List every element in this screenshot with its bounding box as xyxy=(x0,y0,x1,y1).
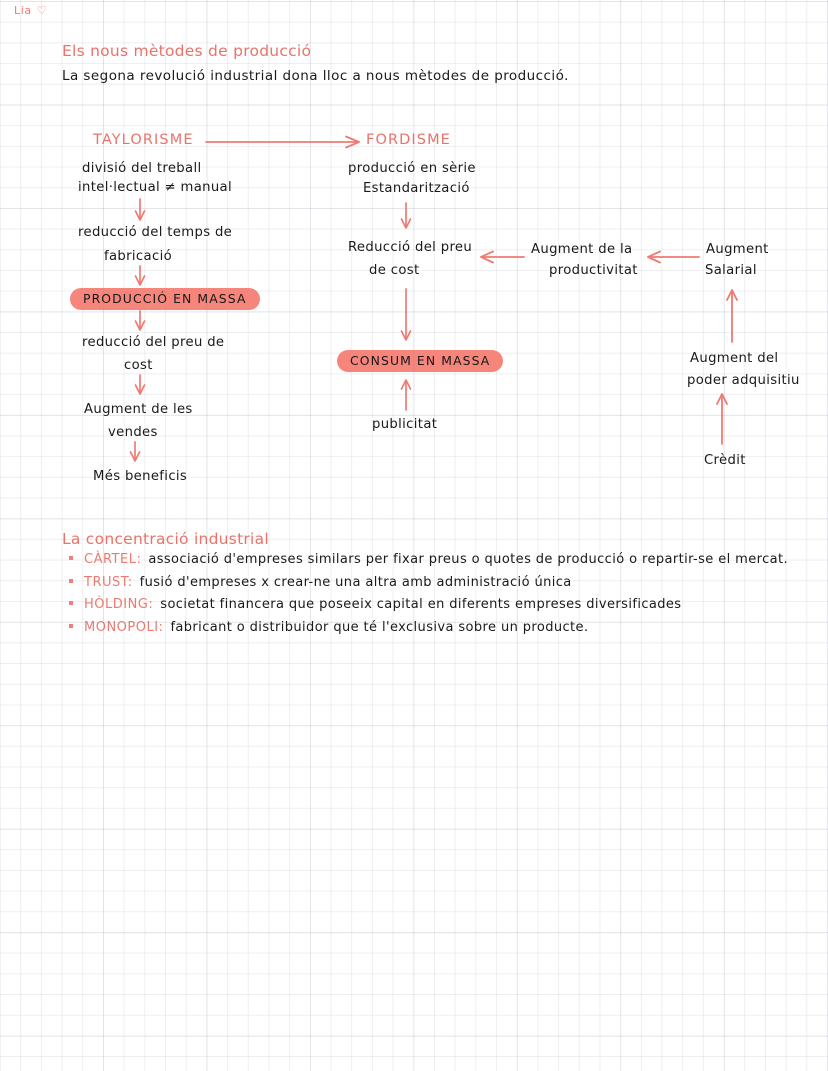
pill-label-consum-massa: CONSUM EN MASSA xyxy=(337,350,504,372)
fordisme-step-3: Reducció del preu xyxy=(348,240,473,255)
fordisme-step-1: producció en sèrie xyxy=(348,161,476,176)
concentration-list: CÀRTEL: associació d'empreses similars p… xyxy=(62,552,822,642)
right-productivitat-line1: Augment de la xyxy=(531,242,633,257)
list-item: TRUST: fusió d'empreses x crear-ne una a… xyxy=(62,575,822,598)
arrow-left-salarial-to-productivitat xyxy=(647,250,700,264)
arrow-down-taylorisme-1 xyxy=(134,198,146,221)
list-item-term: MONOPOLI: xyxy=(84,619,164,635)
right-credit: Crèdit xyxy=(704,453,746,468)
arrow-up-adquisitiu-to-salarial xyxy=(726,289,738,343)
intro-paragraph: La segona revolució industrial dona lloc… xyxy=(62,68,569,84)
list-item-term: HÒLDING: xyxy=(84,597,154,613)
signature-name: Lia xyxy=(14,4,32,17)
heart-icon: ♡ xyxy=(35,3,49,18)
arrow-down-fordisme-2 xyxy=(400,288,412,341)
diagram-title-taylorisme: TAYLORISME xyxy=(93,132,194,148)
taylorisme-step-9: vendes xyxy=(108,425,158,440)
fordisme-step-6: publicitat xyxy=(372,417,438,432)
taylorisme-step-8: Augment de les xyxy=(84,402,193,417)
taylorisme-step-6: reducció del preu de xyxy=(82,335,225,350)
diagram-title-fordisme: FORDISME xyxy=(366,132,451,148)
right-adquisitiu-line2: poder adquisitiu xyxy=(687,373,800,388)
taylorisme-step-2: intel·lectual ≠ manual xyxy=(78,180,232,195)
list-item-term: CÀRTEL: xyxy=(84,552,142,567)
list-item: HÒLDING: societat financera que poseeix … xyxy=(62,597,822,620)
bullet-square-icon xyxy=(69,623,73,628)
fordisme-step-2: Estandarització xyxy=(363,181,470,196)
arrow-left-productivitat-to-reduccio xyxy=(480,250,525,264)
list-item-description: fusió d'empreses x crear-ne una altra am… xyxy=(139,574,572,590)
highlight-produccio-en-massa: PRODUCCIÓ EN MASSA xyxy=(70,288,260,310)
bullet-square-icon xyxy=(69,578,73,583)
taylorisme-step-4: fabricació xyxy=(104,249,172,264)
arrow-down-taylorisme-4 xyxy=(134,374,146,395)
section-heading-industrial-concentration: La concentració industrial xyxy=(62,530,269,548)
taylorisme-step-10: Més beneficis xyxy=(93,469,188,484)
taylorisme-step-7: cost xyxy=(124,358,153,373)
highlight-consum-en-massa: CONSUM EN MASSA xyxy=(337,350,504,372)
pill-label-produccio-massa: PRODUCCIÓ EN MASSA xyxy=(70,288,260,310)
right-salarial-line2: Salarial xyxy=(705,263,757,278)
list-item: CÀRTEL: associació d'empreses similars p… xyxy=(62,552,822,575)
list-item: MONOPOLI: fabricant o distribuidor que t… xyxy=(62,620,822,643)
arrow-down-taylorisme-3 xyxy=(134,310,146,331)
fordisme-step-4: de cost xyxy=(369,263,420,278)
right-adquisitiu-line1: Augment del xyxy=(690,351,779,366)
bullet-square-icon xyxy=(69,556,73,560)
arrow-up-publicitat xyxy=(400,379,412,411)
bullet-square-icon xyxy=(69,601,73,606)
arrow-down-taylorisme-5 xyxy=(129,441,141,462)
taylorisme-step-1: divisió del treball xyxy=(82,161,202,176)
list-item-description: societat financera que poseeix capital e… xyxy=(160,597,682,613)
arrow-taylorisme-to-fordisme xyxy=(205,135,360,149)
right-salarial-line1: Augment xyxy=(706,242,769,257)
arrow-up-credit-to-adquisitiu xyxy=(716,393,728,445)
taylorisme-step-3: reducció del temps de xyxy=(78,225,233,240)
list-item-description: fabricant o distribuidor que té l'exclus… xyxy=(170,619,589,635)
right-productivitat-line2: productivitat xyxy=(549,263,638,278)
section-heading-production-methods: Els nous mètodes de producció xyxy=(62,42,312,60)
arrow-down-taylorisme-2 xyxy=(134,265,146,286)
list-item-description: associació d'empreses similars per fixar… xyxy=(148,552,789,567)
page-signature: Lia♡ xyxy=(14,3,49,18)
list-item-term: TRUST: xyxy=(84,574,133,590)
arrow-down-fordisme-1 xyxy=(400,202,412,229)
